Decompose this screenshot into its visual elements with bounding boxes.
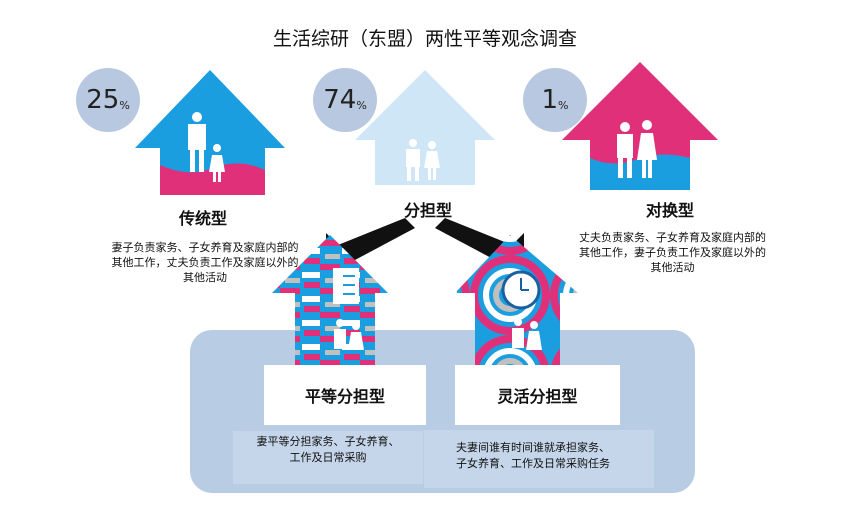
flexible-sharing-title-box: 灵活分担型: [455, 365, 620, 425]
traditional-house-icon: [135, 70, 285, 195]
sharing-house-icon: [355, 70, 495, 185]
swapped-label: 对换型: [645, 201, 694, 220]
flexible-sharing-description: 夫妻间谁有时间谁就承担家务、 子女养育、工作及日常采购任务: [424, 430, 654, 488]
couple-icon: [406, 139, 440, 181]
swapped-house-icon: [562, 62, 718, 190]
desc-line: 其他活动: [183, 271, 227, 284]
desc-line: 其他活动: [650, 261, 695, 274]
desc-line: 夫妻间谁有时间谁就承担家务、: [456, 441, 610, 454]
equal-sharing-label: 平等分担型: [304, 387, 385, 406]
traditional-description: 妻子负责家务、子女养育及家庭内部的 其他工作，丈夫负责工作及家庭以外的 其他活动: [75, 240, 335, 285]
percent-unit: %: [558, 98, 569, 112]
desc-line: 丈夫负责家务、子女养育及家庭内部的: [579, 231, 766, 244]
percent-unit: %: [356, 98, 367, 112]
percent-value: 25: [86, 85, 120, 115]
desc-line: 其他工作，妻子负责工作及家庭以外的: [579, 246, 766, 259]
sharing-percent-badge: 74%: [313, 68, 377, 132]
desc-line: 妻子负责家务、子女养育及家庭内部的: [111, 241, 299, 254]
equal-sharing-house-icon: [272, 235, 388, 365]
equal-sharing-description: 妻平等分担家务、子女养育、 工作及日常采购: [233, 431, 423, 484]
sharing-label: 分担型: [403, 201, 452, 220]
page-title: 生活综研（东盟）两性平等观念调查: [272, 28, 577, 50]
desc-line: 工作及日常采购: [289, 451, 367, 464]
traditional-label: 传统型: [178, 209, 227, 228]
swapped-description: 丈夫负责家务、子女养育及家庭内部的 其他工作，妻子负责工作及家庭以外的 其他活动: [545, 230, 800, 275]
desc-line: 其他工作，丈夫负责工作及家庭以外的: [111, 256, 299, 269]
percent-unit: %: [119, 98, 130, 112]
couple-icon: [617, 120, 657, 178]
desc-line: 妻平等分担家务、子女养育、: [256, 435, 400, 448]
equal-sharing-title-box: 平等分担型: [264, 365, 426, 425]
flexible-sharing-label: 灵活分担型: [497, 387, 578, 406]
desc-line: 子女养育、工作及日常采购任务: [456, 457, 610, 470]
flexible-sharing-house-icon: [455, 235, 578, 365]
swapped-percent-badge: 1%: [523, 68, 587, 132]
traditional-percent-badge: 25%: [76, 68, 140, 132]
percent-value: 1: [541, 85, 559, 115]
couple-icon: [188, 112, 225, 182]
percent-value: 74: [323, 85, 357, 115]
